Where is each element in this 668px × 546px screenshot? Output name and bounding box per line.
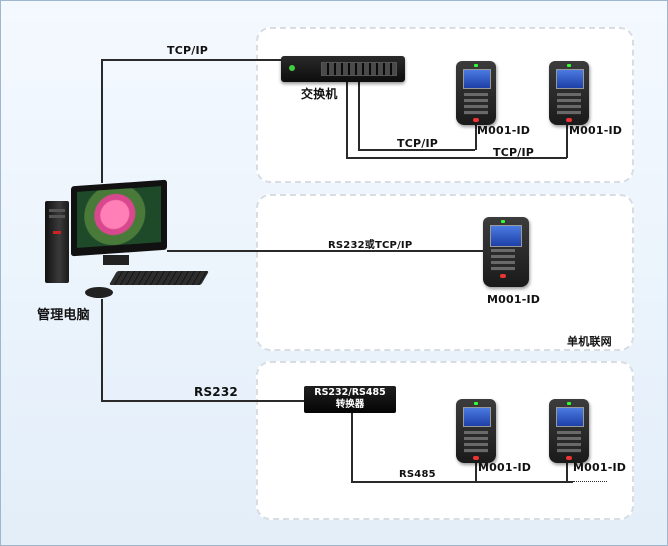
link-pc-converter-vertical xyxy=(101,299,103,401)
link-converter-bus-vertical xyxy=(351,413,353,482)
link-rs485-continuation xyxy=(573,481,607,484)
link-reader5-drop xyxy=(566,457,568,482)
label-reader5: M001-ID xyxy=(573,461,627,474)
link-pc-switch-horizontal xyxy=(101,59,283,61)
link-reader1-drop xyxy=(475,119,477,150)
keyboard-icon xyxy=(108,271,210,285)
link-pc-reader3 xyxy=(167,250,483,252)
link-switch-reader2-vertical xyxy=(346,82,348,158)
network-switch xyxy=(281,56,405,82)
link-switch-reader1-vertical xyxy=(358,82,360,150)
converter-label-line1: RS232/RS485 xyxy=(314,387,386,398)
link-switch-reader2-horizontal xyxy=(346,157,567,159)
switch-led-icon xyxy=(289,65,295,71)
label-pc: 管理电脑 xyxy=(37,308,90,323)
card-reader-1 xyxy=(456,61,496,125)
link-reader2-drop xyxy=(566,119,568,158)
label-link-pc-reader3: RS232或TCP/IP xyxy=(328,240,413,251)
computer-tower-icon xyxy=(45,201,69,283)
link-reader4-drop xyxy=(475,457,477,482)
link-pc-converter-horizontal xyxy=(101,400,305,402)
label-reader4: M001-ID xyxy=(478,461,532,474)
label-link-switch-reader1: TCP/IP xyxy=(397,137,439,150)
monitor-stand xyxy=(103,255,129,265)
link-pc-switch-vertical xyxy=(101,59,103,183)
panel-caption-single: 单机联网 xyxy=(567,335,612,348)
label-link-pc-switch: TCP/IP xyxy=(167,44,209,57)
converter-label-line2: 转换器 xyxy=(335,399,365,410)
card-reader-2 xyxy=(549,61,589,125)
computer-monitor-icon xyxy=(71,179,167,257)
label-reader3: M001-ID xyxy=(487,293,541,306)
label-reader2: M001-ID xyxy=(569,124,623,137)
switch-ports-icon xyxy=(321,62,397,76)
card-reader-3 xyxy=(483,217,529,287)
label-link-converter-readers: RS485 xyxy=(399,469,436,480)
rs232-rs485-converter: RS232/RS485 转换器 xyxy=(304,386,396,413)
link-rs485-bus xyxy=(351,481,573,483)
card-reader-5 xyxy=(549,399,589,463)
label-link-pc-converter: RS232 xyxy=(194,385,238,399)
link-switch-reader1-horizontal xyxy=(358,149,475,151)
mouse-icon xyxy=(85,287,113,298)
label-reader1: M001-ID xyxy=(477,124,531,137)
label-link-switch-reader2: TCP/IP xyxy=(493,146,535,159)
card-reader-4 xyxy=(456,399,496,463)
network-panel-single xyxy=(256,194,634,351)
label-switch: 交换机 xyxy=(301,87,338,101)
